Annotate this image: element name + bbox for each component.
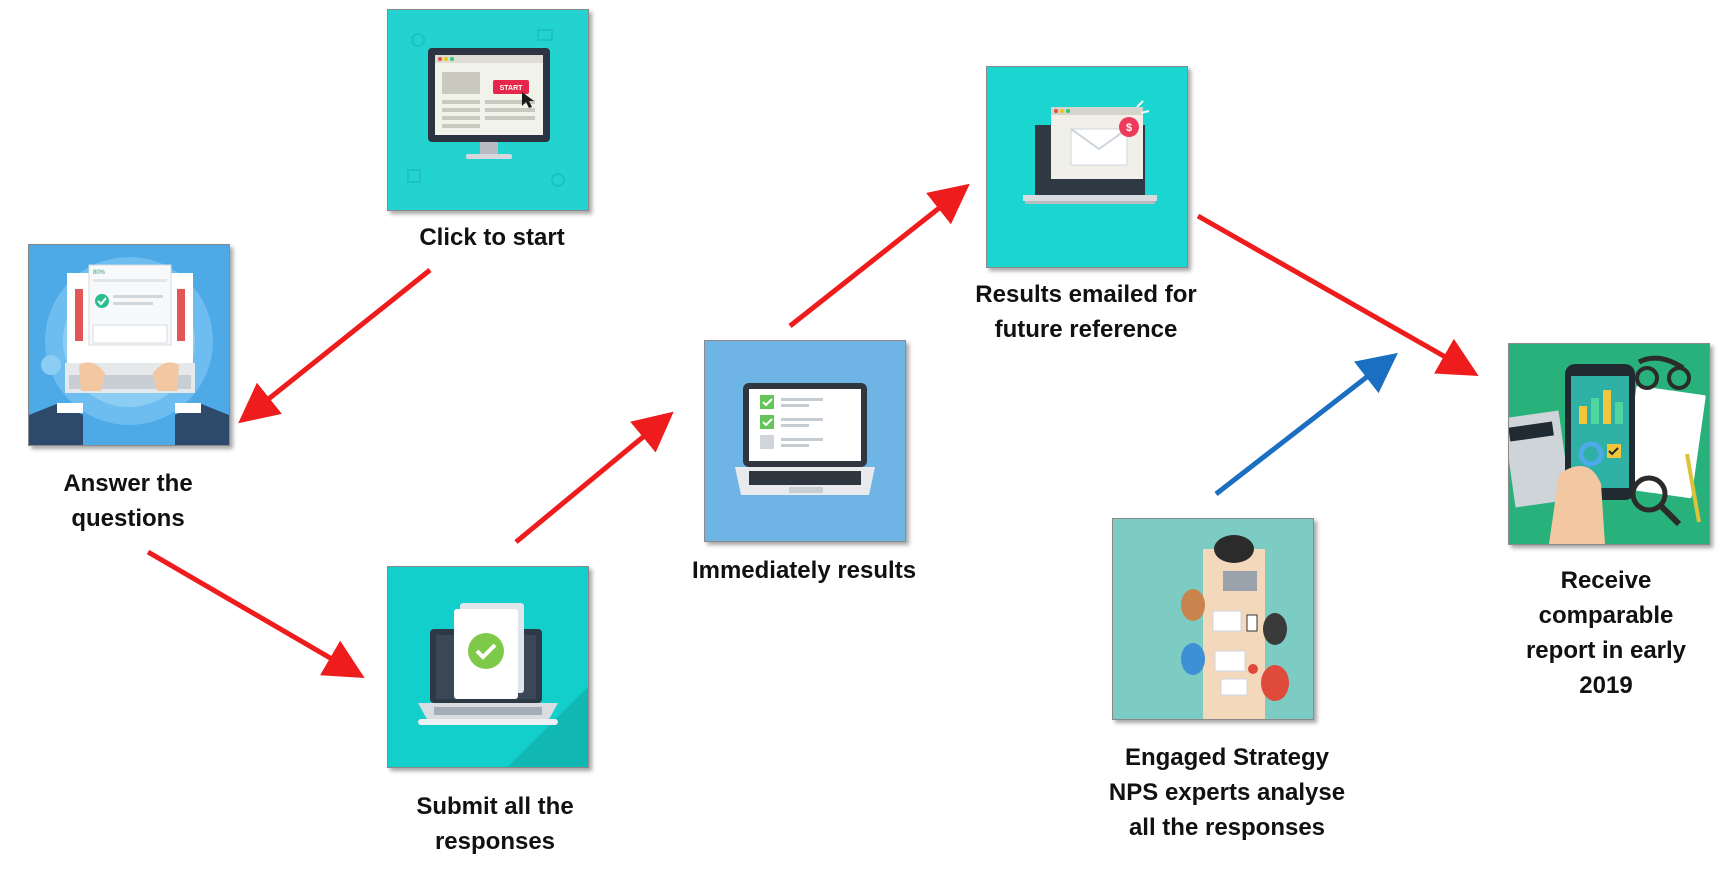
- checkmark-circle-icon: [468, 633, 504, 669]
- arrow-answer-to-submit: [146, 549, 365, 679]
- dollar-badge-icon: [1119, 117, 1139, 137]
- label-submit-responses: Submit all the responses: [416, 793, 574, 855]
- svg-text:80%: 80%: [93, 270, 106, 276]
- label-experts-analyse: Engaged Strategy NPS experts analyse all…: [1108, 744, 1346, 841]
- arrow-experts-to-report-path: [1214, 352, 1398, 496]
- checkbox-checked-icon: [760, 395, 774, 409]
- start-button-icon: [493, 80, 529, 94]
- submit-responses-illustration: [387, 566, 589, 768]
- answer-questions-illustration: 80%: [28, 244, 230, 446]
- arrow-submit-to-results: [514, 411, 674, 544]
- check-icon: [95, 294, 109, 308]
- label-results-emailed: Results emailed for future reference: [975, 281, 1197, 343]
- svg-text:$: $: [1126, 122, 1132, 134]
- label-click-to-start: Click to start: [419, 224, 565, 251]
- checkbox-empty-icon: [760, 435, 774, 449]
- immediately-results-illustration: [704, 340, 906, 542]
- cursor-icon: [522, 92, 534, 108]
- person-icon: [1214, 535, 1254, 563]
- label-immediately-results: Immediately results: [691, 557, 917, 584]
- click-to-start-illustration: START: [387, 9, 589, 211]
- experts-analyse-illustration: [1112, 518, 1314, 720]
- arrow-email-to-report: [1196, 213, 1479, 376]
- arrow-results-to-email: [788, 183, 970, 328]
- svg-text:START: START: [500, 85, 524, 92]
- checkbox-checked-icon: [760, 415, 774, 429]
- arrow-start-to-answer: [238, 268, 432, 424]
- label-receive-report: Receive comparable report in early 2019: [1525, 567, 1687, 699]
- label-answer-questions: Answer the questions: [63, 470, 193, 532]
- results-emailed-illustration: $: [986, 66, 1188, 268]
- receive-report-illustration: [1508, 343, 1710, 545]
